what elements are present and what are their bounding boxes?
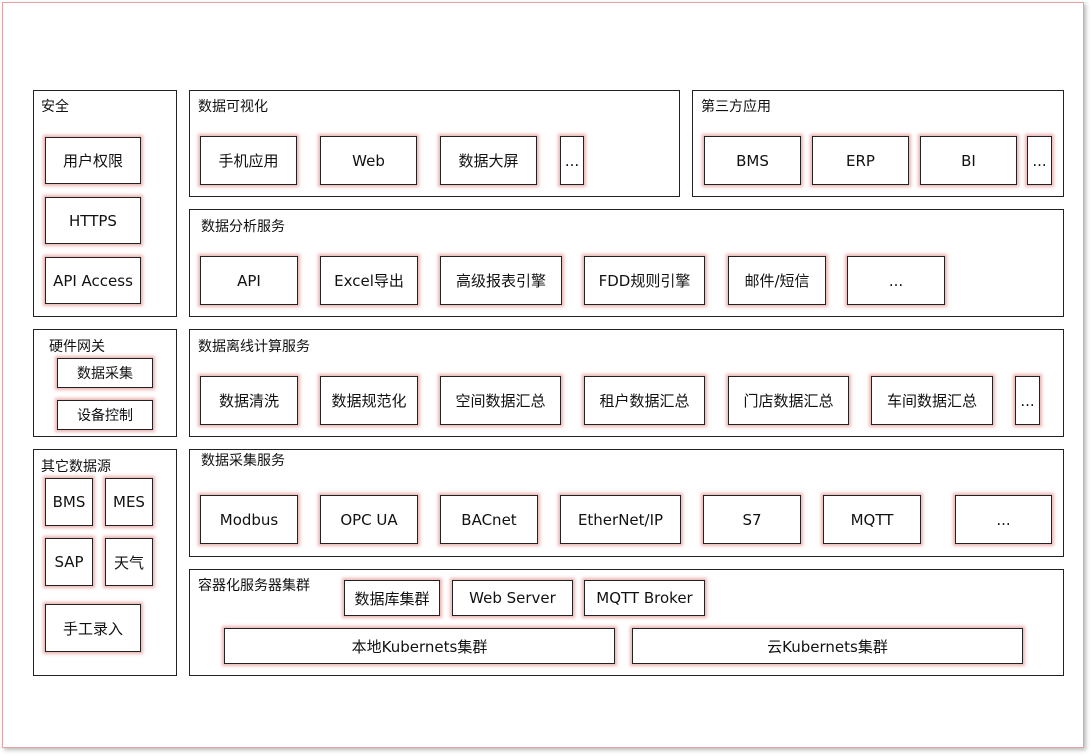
collection-item-modbus: Modbus [200, 495, 298, 544]
offline-title: 数据离线计算服务 [198, 339, 310, 355]
offline-item-store-summary: 门店数据汇总 [728, 376, 849, 425]
analysis-item-more: ... [847, 256, 945, 305]
other-source-mes: MES [105, 478, 153, 526]
other-source-bms: BMS [45, 478, 93, 526]
cluster-cloud-kubernetes: 云Kubernets集群 [632, 628, 1023, 664]
other-sources-title: 其它数据源 [41, 459, 111, 475]
cluster-item-db-cluster: 数据库集群 [344, 580, 440, 616]
other-source-manual-entry: 手工录入 [45, 604, 141, 652]
collection-item-mqtt: MQTT [823, 495, 921, 544]
cluster-item-web-server: Web Server [452, 580, 573, 616]
other-source-weather: 天气 [105, 538, 153, 586]
analysis-item-api: API [200, 256, 298, 305]
collection-item-opc-ua: OPC UA [320, 495, 418, 544]
security-item-https: HTTPS [45, 197, 141, 244]
collection-item-s7: S7 [703, 495, 801, 544]
analysis-item-report-engine: 高级报表引擎 [440, 256, 562, 305]
cluster-local-kubernetes: 本地Kubernets集群 [224, 628, 615, 664]
analysis-item-mail-sms: 邮件/短信 [728, 256, 826, 305]
gateway-title: 硬件网关 [49, 339, 105, 355]
offline-item-data-cleaning: 数据清洗 [200, 376, 298, 425]
visualization-title: 数据可视化 [198, 99, 268, 115]
offline-item-tenant-summary: 租户数据汇总 [584, 376, 705, 425]
offline-item-space-summary: 空间数据汇总 [440, 376, 561, 425]
collection-item-more: ... [955, 495, 1052, 544]
offline-item-workshop-summary: 车间数据汇总 [871, 376, 993, 425]
third-party-item-bi: BI [920, 136, 1017, 185]
visualization-item-mobile-app: 手机应用 [200, 136, 297, 185]
cluster-item-mqtt-broker: MQTT Broker [584, 580, 705, 616]
third-party-item-bms: BMS [704, 136, 801, 185]
cluster-title: 容器化服务器集群 [198, 578, 310, 594]
analysis-title: 数据分析服务 [201, 219, 285, 235]
visualization-item-web: Web [320, 136, 417, 185]
analysis-item-excel-export: Excel导出 [320, 256, 418, 305]
visualization-item-big-screen: 数据大屏 [440, 136, 537, 185]
other-source-sap: SAP [45, 538, 93, 586]
collection-title: 数据采集服务 [201, 453, 285, 469]
visualization-item-more: ... [560, 136, 584, 185]
collection-item-ethernet-ip: EtherNet/IP [560, 495, 681, 544]
security-item-api-access: API Access [45, 257, 141, 304]
security-title: 安全 [41, 99, 69, 115]
offline-item-more: ... [1015, 376, 1040, 425]
third-party-title: 第三方应用 [701, 99, 771, 115]
third-party-item-more: ... [1027, 136, 1052, 185]
third-party-item-erp: ERP [812, 136, 909, 185]
gateway-item-data-collection: 数据采集 [57, 358, 153, 388]
gateway-item-device-control: 设备控制 [57, 400, 153, 430]
collection-item-bacnet: BACnet [440, 495, 538, 544]
security-item-user-permission: 用户权限 [45, 137, 141, 184]
analysis-item-fdd-engine: FDD规则引擎 [584, 256, 705, 305]
offline-item-data-normalization: 数据规范化 [320, 376, 418, 425]
